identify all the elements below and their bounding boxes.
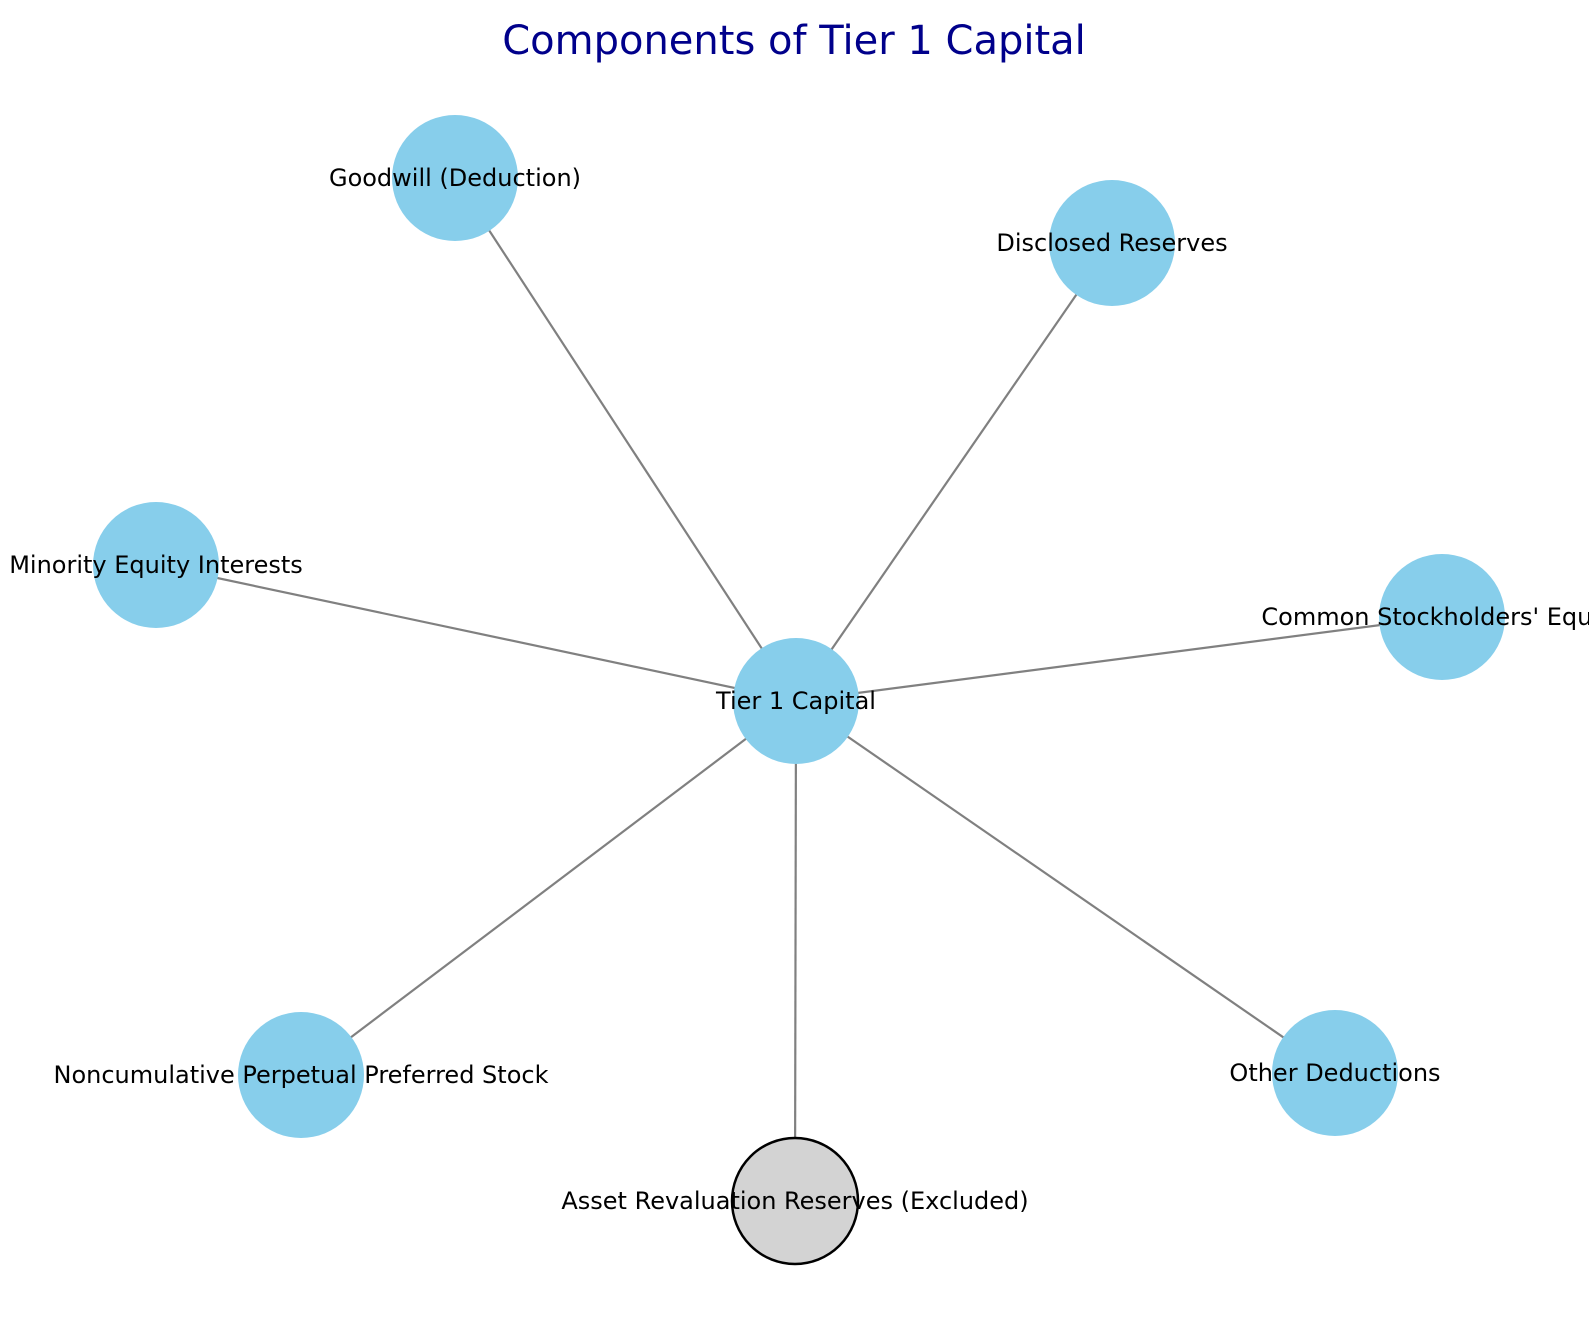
node-disclosed — [1049, 180, 1175, 306]
edge-center-goodwill — [454, 177, 797, 702]
node-label-other: Other Deductions — [1229, 1059, 1440, 1087]
edge-center-other — [795, 700, 1336, 1074]
nodes-layer — [93, 115, 1505, 1266]
node-center — [733, 638, 859, 764]
node-minority — [93, 502, 219, 628]
node-label-asset: Asset Revaluation Reserves (Excluded) — [561, 1187, 1028, 1215]
node-asset — [730, 1136, 860, 1266]
edge-center-disclosed — [795, 242, 1113, 702]
labels-layer: Tier 1 Capital Goodwill (Deduction) Disclo… — [9, 164, 1589, 1215]
edge-center-common — [795, 615, 1443, 703]
node-label-center: Tier 1 Capital — [715, 687, 876, 715]
node-other — [1272, 1010, 1398, 1136]
node-goodwill — [392, 115, 518, 241]
node-noncumulative — [238, 1012, 364, 1138]
diagram-title: Components of Tier 1 Capital — [502, 18, 1086, 64]
edge-center-minority — [155, 563, 797, 703]
edge-center-asset — [793, 700, 798, 1202]
node-common — [1379, 554, 1505, 680]
node-label-common: Common Stockholders' Equity — [1261, 603, 1589, 631]
node-label-minority: Minority Equity Interests — [9, 551, 303, 579]
node-label-disclosed: Disclosed Reserves — [996, 229, 1227, 257]
edge-center-noncumulative — [300, 700, 797, 1076]
node-label-noncumulative: Noncumulative Perpetual Preferred Stock — [54, 1061, 549, 1089]
node-label-goodwill: Goodwill (Deduction) — [329, 164, 581, 192]
edges-layer — [155, 177, 1443, 1202]
